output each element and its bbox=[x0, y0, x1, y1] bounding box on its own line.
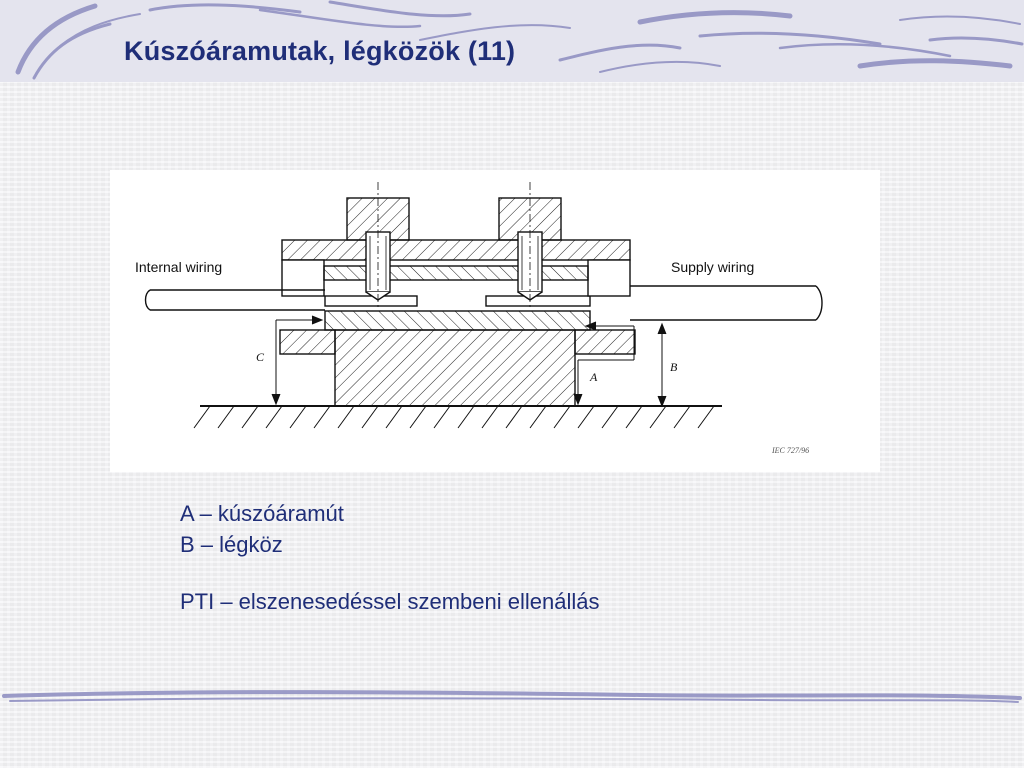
title-bar: Kúszóáramutak, légközök (11) bbox=[0, 0, 1024, 82]
dimension-a-label: A bbox=[590, 370, 598, 384]
legend: A – kúszóáramút B – légköz PTI – elszene… bbox=[180, 498, 599, 617]
legend-spacer bbox=[180, 560, 599, 586]
legend-line-pti: PTI – elszenesedéssel szembeni ellenállá… bbox=[180, 589, 600, 614]
bottom-brush-rule bbox=[2, 690, 1022, 703]
internal-wiring-label: Internal wiring bbox=[135, 259, 223, 275]
slide-title: Kúszóáramutak, légközök (11) bbox=[124, 36, 516, 66]
creepage-clearance-figure: Internal wiring Supply wiring C A B IEC … bbox=[110, 170, 880, 472]
brush-stroke-decoration bbox=[15, 0, 1024, 80]
terminal-cross-section-drawing bbox=[144, 182, 823, 429]
legend-line-a: A – kúszóáramút bbox=[180, 501, 344, 526]
dimension-b-label: B bbox=[670, 360, 678, 374]
figure-reference: IEC 727/96 bbox=[772, 446, 810, 455]
supply-wiring-label: Supply wiring bbox=[671, 259, 755, 275]
dimension-c-label: C bbox=[256, 350, 265, 364]
legend-line-b: B – légköz bbox=[180, 532, 283, 557]
